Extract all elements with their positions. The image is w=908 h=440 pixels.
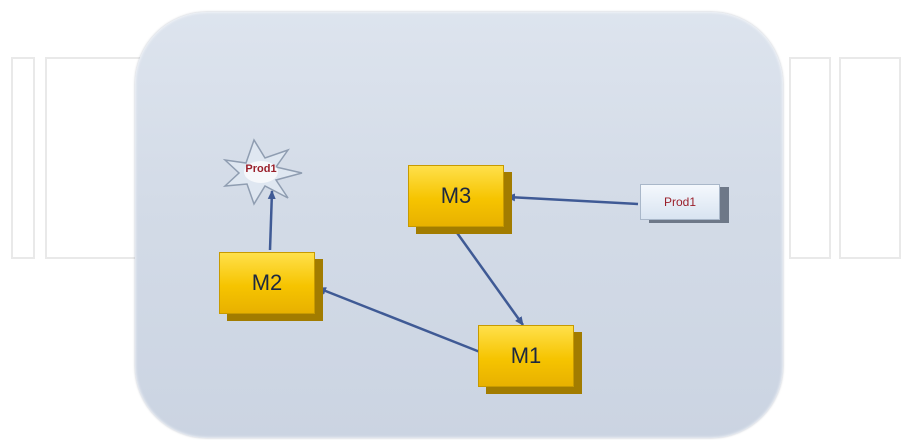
machine-m2: M2 xyxy=(219,252,315,314)
arrow-m1-to-m2 xyxy=(317,286,481,354)
finished-product-node: Prod1 xyxy=(218,138,324,208)
raw-product-box: Prod1 xyxy=(640,184,720,220)
arrow-prod1-to-m3 xyxy=(506,193,639,206)
finished-product-label: Prod1 xyxy=(245,163,277,175)
arrow-m3-to-m1 xyxy=(453,229,525,326)
gear-star-icon xyxy=(222,138,303,206)
machine-m3: M3 xyxy=(408,165,504,227)
arrow-m2-to-prod1 xyxy=(267,190,276,251)
machine-m1: M1 xyxy=(478,325,574,387)
